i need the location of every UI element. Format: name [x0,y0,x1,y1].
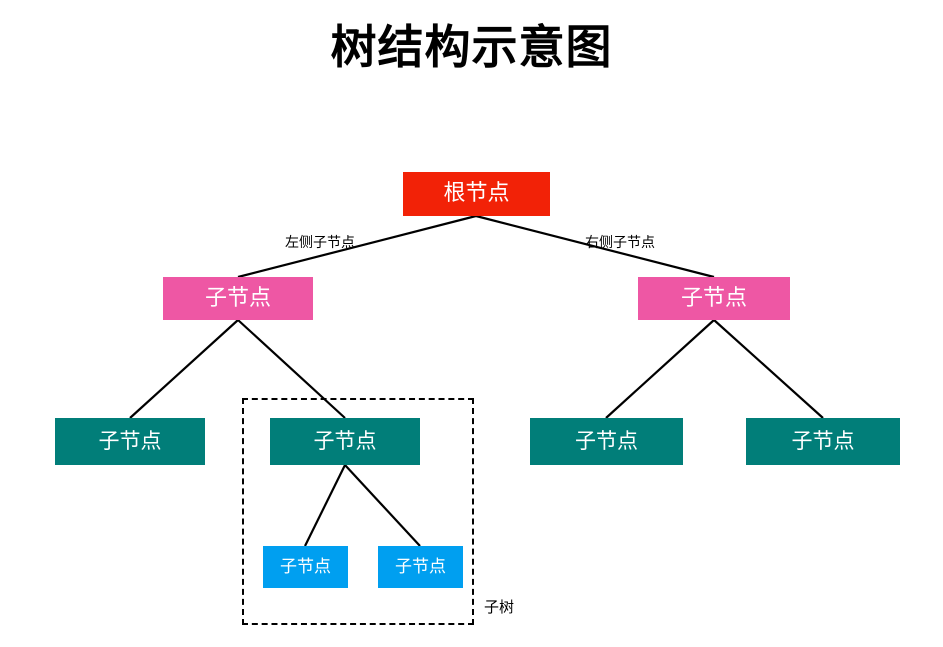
edge-left-child-to-child-b [237,319,346,419]
subtree-dashed-box [242,398,474,625]
edge-root-to-left-child [237,214,477,279]
node-root-label: 根节点 [443,181,510,206]
edge-label-left-child: 左侧子节点 [285,235,355,251]
edge-right-child-to-child-b [713,319,824,419]
node-subtree-root-label: 子节点 [313,429,377,453]
node-left-child[interactable]: 子节点 [163,277,313,320]
edge-left-child-to-child-a [129,319,239,419]
edge-label-right-child: 右侧子节点 [585,235,655,251]
page-title: 树结构示意图 [330,20,613,74]
node-right-leaf-a[interactable]: 子节点 [530,418,683,465]
node-right-leaf-b[interactable]: 子节点 [746,418,900,465]
subtree-annotation-label: 子树 [484,598,515,616]
node-subtree-leaf-b[interactable]: 子节点 [378,546,463,588]
node-left-leaf-a[interactable]: 子节点 [55,418,205,465]
node-right-leaf-a-label: 子节点 [575,429,638,453]
node-subtree-leaf-b-label: 子节点 [395,556,446,577]
node-subtree-leaf-a[interactable]: 子节点 [263,546,348,588]
node-root[interactable]: 根节点 [403,172,550,216]
edge-subtree-root-to-leaf-b [344,464,421,547]
node-right-child[interactable]: 子节点 [638,277,790,320]
node-right-leaf-b-label: 子节点 [791,429,855,453]
node-left-leaf-a-label: 子节点 [98,429,162,453]
node-left-child-label: 子节点 [204,285,271,311]
node-right-child-label: 子节点 [680,285,747,311]
node-subtree-leaf-a-label: 子节点 [280,556,331,577]
edge-subtree-root-to-leaf-a [304,464,346,547]
node-subtree-root[interactable]: 子节点 [270,418,420,465]
edge-right-child-to-child-a [605,319,715,419]
edge-root-to-right-child [475,214,715,279]
